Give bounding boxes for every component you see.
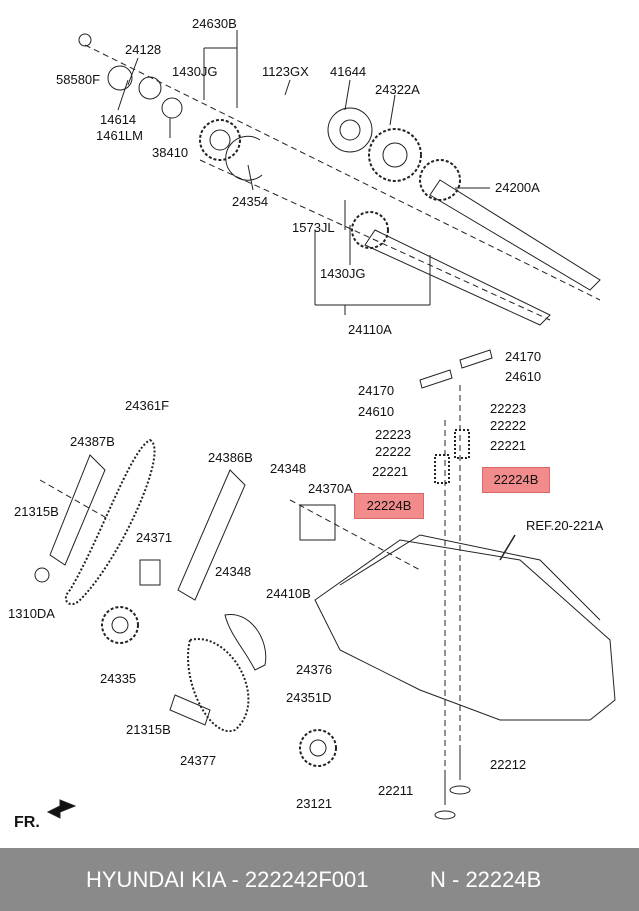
front-direction-label: FR. [14, 814, 40, 831]
ref-label: REF.20-221A [526, 518, 604, 533]
part-label-24170-a: 24170 [505, 349, 542, 364]
part-label-1123GX: 1123GX [262, 64, 309, 79]
part-label-23121: 23121 [296, 796, 333, 811]
highlighted-part-label-22224B-right: 22224B [482, 467, 550, 493]
part-label-58580F: 58580F [56, 72, 101, 87]
part-label-21315B-a: 21315B [14, 504, 59, 519]
part-label-14614: 14614 [100, 112, 137, 127]
part-label-24128: 24128 [125, 42, 162, 57]
part-label-24386B: 24386B [208, 450, 253, 465]
part-label-24377: 24377 [180, 753, 217, 768]
part-label-24610-b: 24610 [358, 404, 395, 419]
part-label-22222-b: 22222 [375, 444, 412, 459]
part-label-22211: 22211 [378, 783, 414, 798]
part-label-24370A: 24370A [308, 481, 353, 496]
part-label-1430JG-b: 1430JG [320, 266, 366, 281]
part-label-24351D: 24351D [286, 690, 332, 705]
part-label-22212: 22212 [490, 757, 527, 772]
part-label-24371: 24371 [136, 530, 173, 545]
part-label-1461LM: 1461LM [96, 128, 143, 143]
part-label-22221-a: 22221 [490, 438, 527, 453]
part-label-22222-a: 22222 [490, 418, 527, 433]
part-label-22223-a: 22223 [490, 401, 527, 416]
highlighted-part-label-22224B-left: 22224B [354, 493, 424, 519]
part-label-24200A: 24200A [495, 180, 540, 195]
part-label-24348-a: 24348 [270, 461, 307, 476]
part-label-41644: 41644 [330, 64, 367, 79]
part-label-22221-b: 22221 [372, 464, 409, 479]
part-label-24376: 24376 [296, 662, 333, 677]
footer-part-code: N - 22224B [430, 867, 542, 892]
footer-brand-part-number: HYUNDAI KIA - 222242F001 [86, 867, 369, 892]
part-label-24610-a: 24610 [505, 369, 542, 384]
part-label-24630B: 24630B [192, 16, 237, 31]
part-label-24354: 24354 [232, 194, 269, 209]
part-label-1573JL: 1573JL [292, 220, 335, 235]
part-label-1430JG-a: 1430JG [172, 64, 218, 79]
part-label-22223-b: 22223 [375, 427, 412, 442]
part-label-24335: 24335 [100, 671, 137, 686]
part-label-24110A: 24110A [348, 322, 392, 337]
part-label-24361F: 24361F [125, 398, 170, 413]
part-label-24348-b: 24348 [215, 564, 252, 579]
part-label-38410: 38410 [152, 145, 189, 160]
footer-bar: HYUNDAI KIA - 222242F001 N - 22224B [0, 848, 639, 911]
part-label-1310DA: 1310DA [8, 606, 55, 621]
part-label-21315B-b: 21315B [126, 722, 171, 737]
exploded-parts-diagram [34, 30, 616, 820]
part-label-24410B: 24410B [266, 586, 311, 601]
part-label-24322A: 24322A [375, 82, 420, 97]
part-label-24387B: 24387B [70, 434, 115, 449]
part-label-24170-b: 24170 [358, 383, 395, 398]
